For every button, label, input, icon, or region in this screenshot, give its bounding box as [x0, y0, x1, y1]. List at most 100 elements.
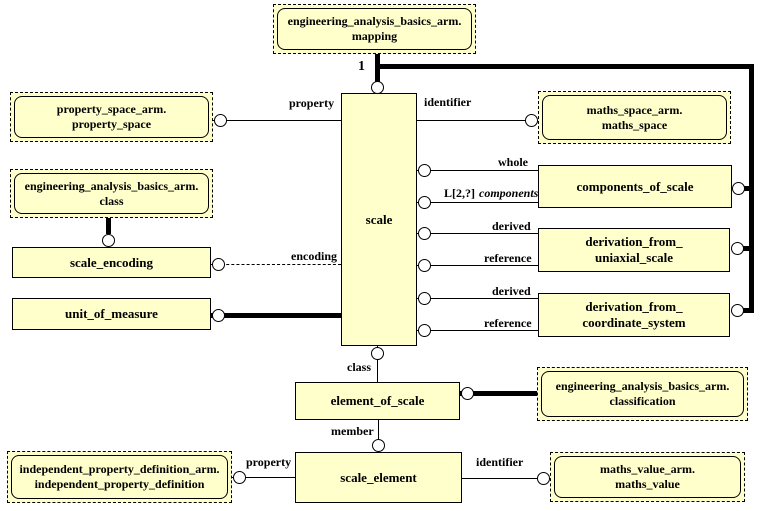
line-property-bottom: [232, 477, 295, 478]
box-label-line: coordinate_system: [582, 315, 686, 330]
connector-circle-scale-top: [371, 81, 384, 94]
entity-components-of-scale: components_of_scale: [538, 165, 732, 208]
box-label-line: unit_of_measure: [65, 306, 158, 322]
interschema-ref-mapping: engineering_analysis_basics_arm. mapping: [273, 4, 476, 54]
box-label-line: engineering_analysis_basics_arm.: [24, 178, 199, 193]
line-property-top: [213, 120, 341, 121]
connector-circle-derived-uniaxial: [418, 227, 431, 240]
line-reference-coordinate: [417, 330, 538, 331]
line-class-vertical: [377, 346, 378, 382]
connector-circle-property-space: [214, 114, 227, 127]
label-identifier-top: identifier: [424, 95, 472, 109]
entity-derivation-from-coordinate-system: derivation_from_ coordinate_system: [538, 293, 730, 337]
connector-circle-reference-uniaxial: [418, 259, 431, 272]
entity-scale-encoding: scale_encoding: [12, 247, 211, 278]
interschema-ref-class-inner: engineering_analysis_basics_arm. class: [14, 173, 209, 214]
label-components: L[2,?] components: [444, 187, 538, 199]
label-property-bottom: property: [246, 455, 292, 469]
interschema-ref-independent-property-definition-inner: independent_property_definition_arm. ind…: [11, 455, 228, 499]
entity-unit-of-measure: unit_of_measure: [12, 298, 211, 330]
label-class: class: [347, 360, 371, 374]
line-identifier-bottom: [462, 478, 550, 479]
label-member: member: [331, 424, 374, 438]
line-unit-of-measure-to-scale-thick: [211, 313, 341, 318]
box-label-line: uniaxial_scale: [594, 250, 673, 265]
label-components-name: components: [479, 186, 539, 200]
interschema-ref-maths-space-inner: maths_space_arm. maths_space: [542, 95, 727, 140]
line-derived-coordinate: [417, 298, 538, 299]
interschema-ref-property-space: property_space_arm. property_space: [10, 92, 213, 142]
label-derived-uniaxial: derived: [492, 219, 531, 233]
entity-scale-element: scale_element: [295, 452, 462, 503]
connector-circle-components-of-scale-right: [732, 182, 745, 195]
box-label-line: maths_value_arm.: [600, 462, 695, 476]
line-identifier-top: [417, 120, 538, 121]
interschema-ref-maths-space: maths_space_arm. maths_space: [538, 91, 731, 144]
box-label-line: scale_element: [340, 469, 417, 485]
line-encoding-dashed: [211, 264, 341, 265]
interschema-ref-mapping-inner: engineering_analysis_basics_arm. mapping: [277, 8, 472, 50]
connector-circle-maths-value: [537, 472, 550, 485]
box-label-line: independent_property_definition: [34, 477, 205, 491]
label-whole: whole: [498, 155, 528, 169]
connector-circle-maths-space: [525, 114, 538, 127]
connector-circle-scale-element-top: [372, 439, 385, 452]
line-derived-uniaxial: [417, 233, 538, 234]
label-property-top: property: [289, 96, 335, 110]
line-right-trunk-vertical-thick: [749, 64, 754, 313]
connector-circle-independent-property: [233, 471, 246, 484]
label-encoding: encoding: [291, 249, 338, 263]
line-class-to-scale-encoding-thick: [106, 218, 111, 234]
box-label-line: derivation_from_: [585, 299, 683, 315]
entity-scale: scale: [341, 93, 417, 346]
box-label-line: maths_value: [615, 477, 680, 491]
interschema-ref-independent-property-definition: independent_property_definition_arm. ind…: [7, 451, 232, 503]
box-label-line: class: [99, 193, 124, 208]
box-label-line: scale_encoding: [69, 254, 154, 270]
connector-circle-derivation-coordinate-right: [731, 304, 744, 317]
line-mapping-branch-horizontal-thick: [375, 64, 754, 69]
entity-derivation-from-uniaxial-scale: derivation_from_ uniaxial_scale: [538, 228, 730, 272]
box-label-line: element_of_scale: [330, 393, 425, 409]
interschema-ref-maths-value-inner: maths_value_arm. maths_value: [554, 456, 741, 498]
interschema-ref-maths-value: maths_value_arm. maths_value: [550, 452, 745, 502]
line-components: [417, 202, 538, 203]
interschema-ref-classification: engineering_analysis_basics_arm. classif…: [537, 367, 748, 421]
connector-circle-scale-encoding-top: [102, 234, 115, 247]
entity-element-of-scale: element_of_scale: [295, 382, 460, 420]
line-whole: [417, 170, 538, 171]
box-label-line: property_space_arm.: [56, 102, 167, 116]
box-label-line: independent_property_definition_arm.: [19, 462, 220, 476]
line-element-of-scale-to-classification-thick: [460, 391, 537, 396]
box-label-line: maths_space_arm.: [586, 102, 683, 117]
connector-circle-whole: [418, 164, 431, 177]
label-identifier-bottom: identifier: [476, 455, 524, 469]
connector-circle-element-of-scale-right: [461, 387, 474, 400]
box-label-line: classification: [609, 394, 676, 408]
label-components-agg: L[2,?]: [444, 186, 475, 200]
connector-circle-reference-coordinate: [418, 324, 431, 337]
line-reference-uniaxial: [417, 265, 538, 266]
label-derived-coordinate: derived: [492, 284, 531, 298]
label-reference-uniaxial: reference: [484, 251, 532, 265]
interschema-ref-class: engineering_analysis_basics_arm. class: [10, 169, 213, 218]
box-label-line: mapping: [351, 29, 398, 43]
box-label-line: derivation_from_: [585, 234, 683, 250]
connector-circle-components: [418, 196, 431, 209]
connector-circle-scale-bottom: [371, 347, 384, 360]
interschema-ref-property-space-inner: property_space_arm. property_space: [14, 96, 209, 138]
box-label-line: engineering_analysis_basics_arm.: [555, 379, 730, 393]
line-member-vertical: [378, 420, 379, 452]
connector-circle-derivation-uniaxial-right: [731, 242, 744, 255]
line-branch-derivation-coordinate-thick: [740, 308, 749, 313]
connector-circle-scale-encoding-right: [212, 258, 225, 271]
connector-circle-unit-of-measure-right: [212, 309, 225, 322]
box-label-line: scale: [365, 211, 393, 227]
interschema-ref-classification-inner: engineering_analysis_basics_arm. classif…: [541, 371, 744, 417]
label-cardinality-one: 1: [358, 59, 365, 74]
box-label-line: property_space: [71, 117, 152, 131]
box-label-line: components_of_scale: [576, 178, 694, 194]
connector-circle-derived-coordinate: [418, 292, 431, 305]
box-label-line: maths_space: [601, 117, 668, 132]
